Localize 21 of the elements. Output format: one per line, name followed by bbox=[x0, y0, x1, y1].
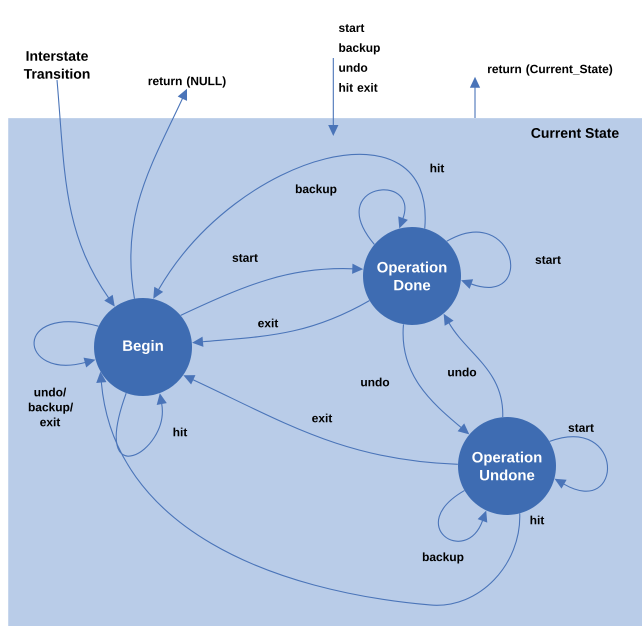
arrow bbox=[446, 232, 512, 289]
arrow bbox=[438, 490, 488, 542]
edge-label: backup bbox=[421, 551, 465, 565]
arrow bbox=[358, 189, 408, 245]
edge-label: start bbox=[567, 423, 595, 433]
annotation-text: Interstate Transition bbox=[24, 51, 90, 79]
edge-label: hit bbox=[428, 162, 446, 174]
edge-label: start bbox=[534, 255, 562, 265]
edge-label: hit bbox=[528, 514, 546, 526]
annotation-text: return (NULL) bbox=[148, 76, 226, 88]
event-list: start backup undo hit exit bbox=[338, 24, 380, 92]
edge-label: hit bbox=[172, 426, 188, 438]
edge-label: backup bbox=[294, 183, 338, 197]
edge-label: undo/ backup/ exit bbox=[27, 386, 74, 428]
edge-label: undo bbox=[446, 366, 478, 378]
arrow bbox=[549, 436, 608, 492]
annotation-text: return (Current_State) bbox=[488, 64, 612, 76]
edge-label: exit bbox=[310, 412, 334, 424]
edge-label: start bbox=[231, 253, 259, 263]
edge-label: exit bbox=[256, 318, 280, 328]
edge-label: undo bbox=[359, 376, 391, 388]
